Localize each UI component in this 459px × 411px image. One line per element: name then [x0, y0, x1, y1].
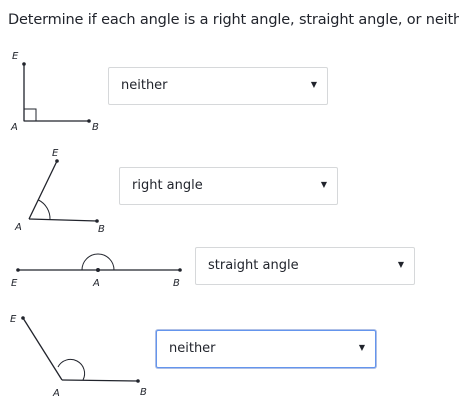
point-e-3 — [16, 268, 20, 272]
label-b-4: B — [140, 387, 147, 398]
label-b-3: B — [173, 278, 180, 289]
angle-figure-1 — [23, 64, 89, 122]
point-e-2 — [55, 159, 59, 163]
label-a-1: A — [10, 122, 18, 133]
point-b-1 — [87, 119, 91, 123]
label-e-1: E — [12, 51, 19, 62]
point-e-4 — [21, 316, 25, 320]
answer-select-2[interactable]: right angle ▼ — [119, 167, 338, 205]
answer-select-1-value: neither — [121, 78, 168, 93]
answer-select-4-value: neither — [169, 341, 216, 356]
point-b-3 — [178, 268, 182, 272]
caret-down-icon: ▼ — [310, 80, 317, 89]
point-e-1 — [22, 62, 26, 66]
label-a-4: A — [52, 388, 60, 399]
caret-down-icon: ▼ — [397, 260, 404, 269]
answer-select-3[interactable]: straight angle ▼ — [195, 247, 415, 285]
label-e-2: E — [52, 148, 59, 159]
answer-select-4[interactable]: neither ▼ — [156, 330, 376, 368]
angle-figure-4 — [22, 317, 139, 382]
answer-select-2-value: right angle — [132, 178, 203, 193]
label-e-4: E — [10, 314, 17, 325]
answer-select-1[interactable]: neither ▼ — [108, 67, 328, 105]
point-b-2 — [95, 219, 99, 223]
label-a-3: A — [92, 278, 100, 289]
caret-down-icon: ▼ — [320, 180, 327, 189]
question-prompt: Determine if each angle is a right angle… — [8, 12, 459, 28]
point-b-4 — [136, 379, 140, 383]
caret-down-icon: ▼ — [358, 343, 365, 352]
label-e-3: E — [11, 278, 18, 289]
angle-figure-2 — [28, 160, 98, 222]
label-a-2: A — [14, 222, 22, 233]
angle-figure-3 — [18, 253, 180, 271]
answer-select-3-value: straight angle — [208, 258, 299, 273]
label-b-2: B — [98, 224, 105, 235]
label-b-1: B — [92, 122, 99, 133]
point-a-3 — [96, 268, 100, 272]
